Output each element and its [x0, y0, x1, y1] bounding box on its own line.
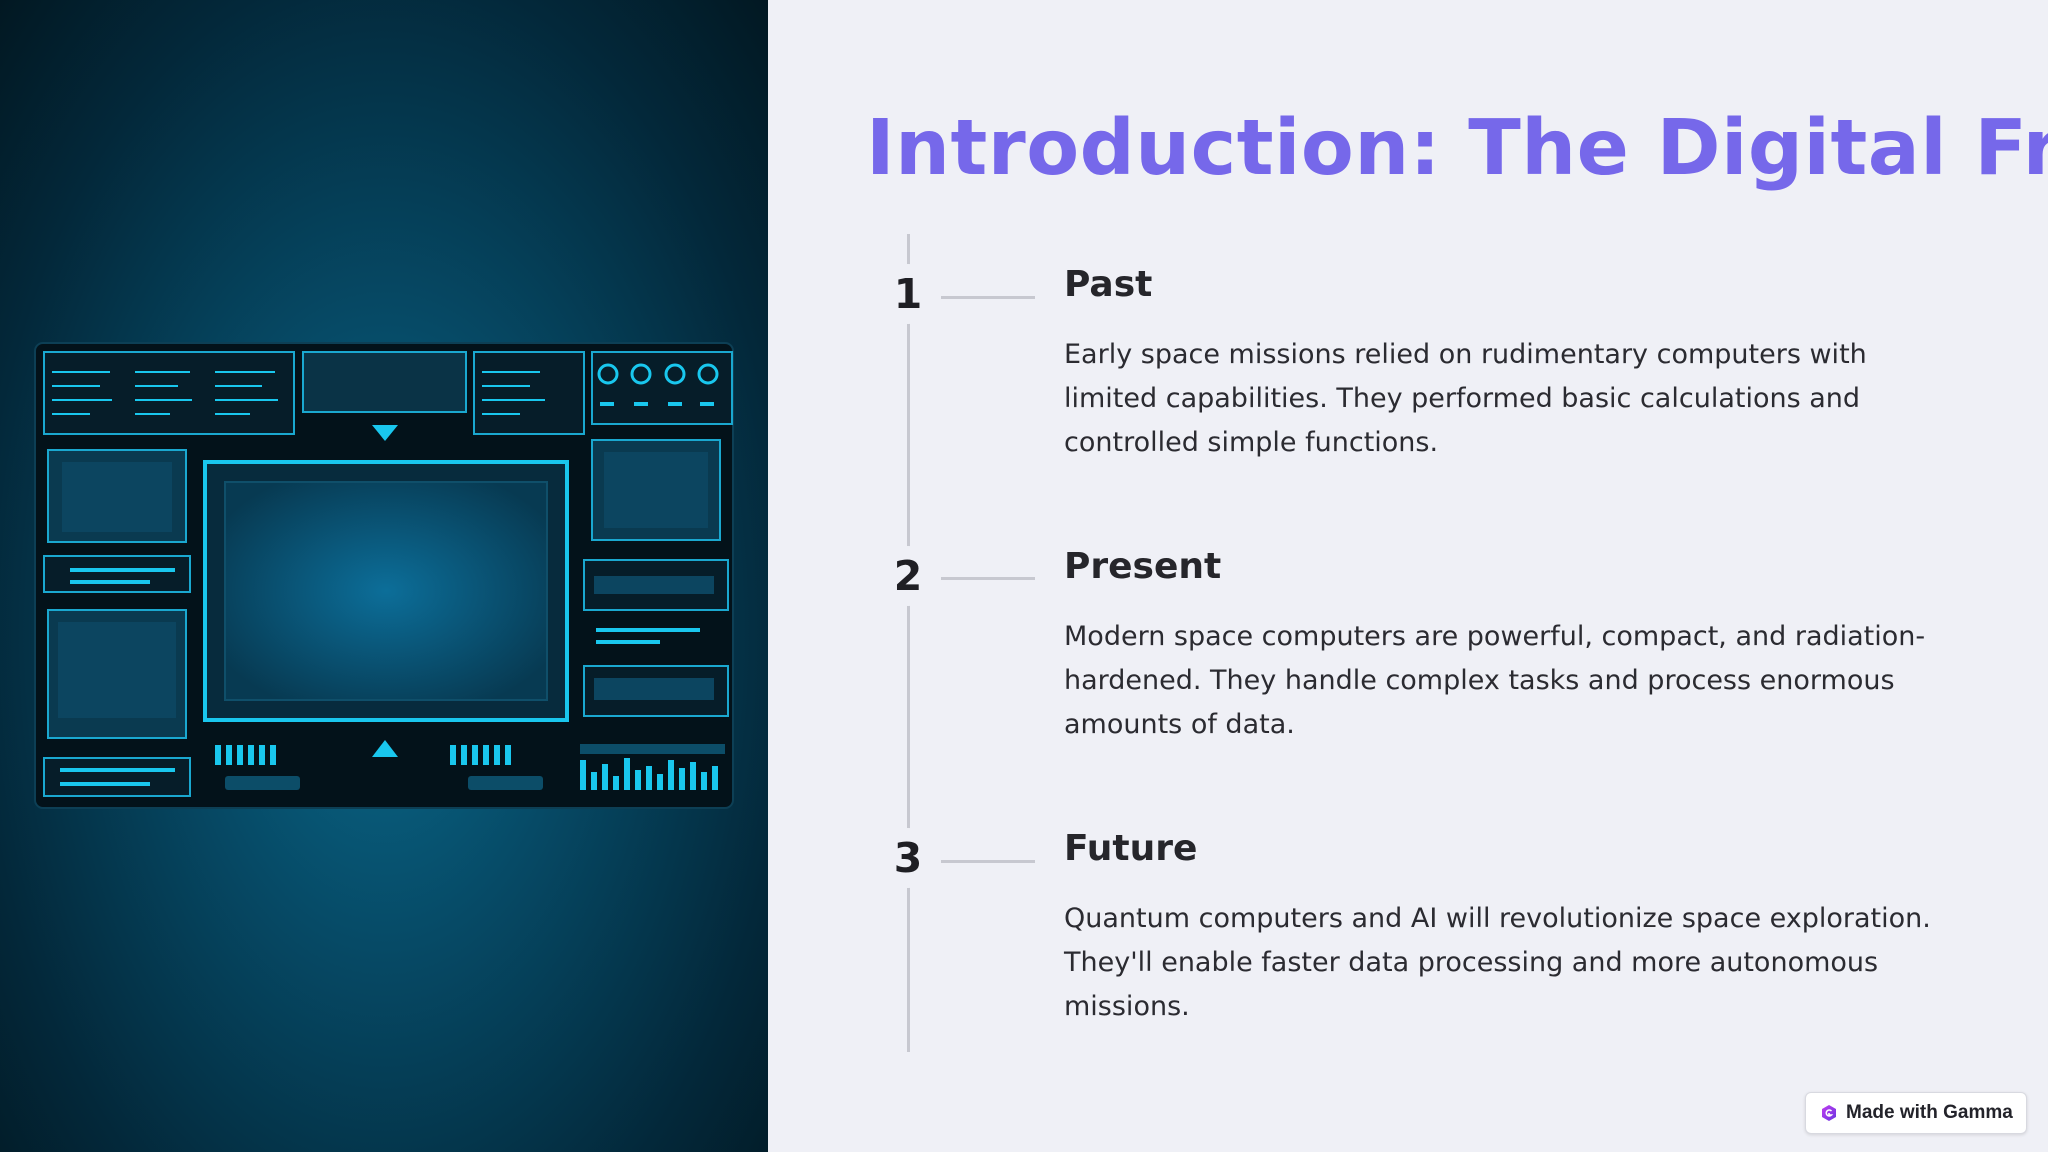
step-number: 1	[878, 264, 938, 324]
step-connector	[941, 577, 1035, 580]
illustration-panel	[0, 0, 768, 1152]
made-with-gamma-badge[interactable]: Made with Gamma	[1805, 1092, 2027, 1134]
step-heading: Future	[1064, 828, 1198, 869]
badge-label: Made with Gamma	[1846, 1102, 2013, 1123]
timeline-line	[907, 234, 910, 1052]
step-description: Early space missions relied on rudimenta…	[1064, 339, 1867, 458]
step-connector	[941, 860, 1035, 863]
step-heading: Past	[1064, 264, 1153, 305]
content-panel: Introduction: The Digital Frontier 1 Pas…	[768, 0, 2048, 1152]
step-description: Modern space computers are powerful, com…	[1064, 621, 1926, 740]
step-connector	[941, 296, 1035, 299]
page-title: Introduction: The Digital Frontier	[866, 104, 2048, 193]
step-description: Quantum computers and AI will revolution…	[1064, 903, 1931, 1022]
step-number: 3	[878, 828, 938, 888]
step-heading: Present	[1064, 546, 1222, 587]
gamma-logo-icon	[1822, 1105, 1836, 1121]
hud-interface-illustration	[34, 342, 734, 809]
step-number: 2	[878, 546, 938, 606]
